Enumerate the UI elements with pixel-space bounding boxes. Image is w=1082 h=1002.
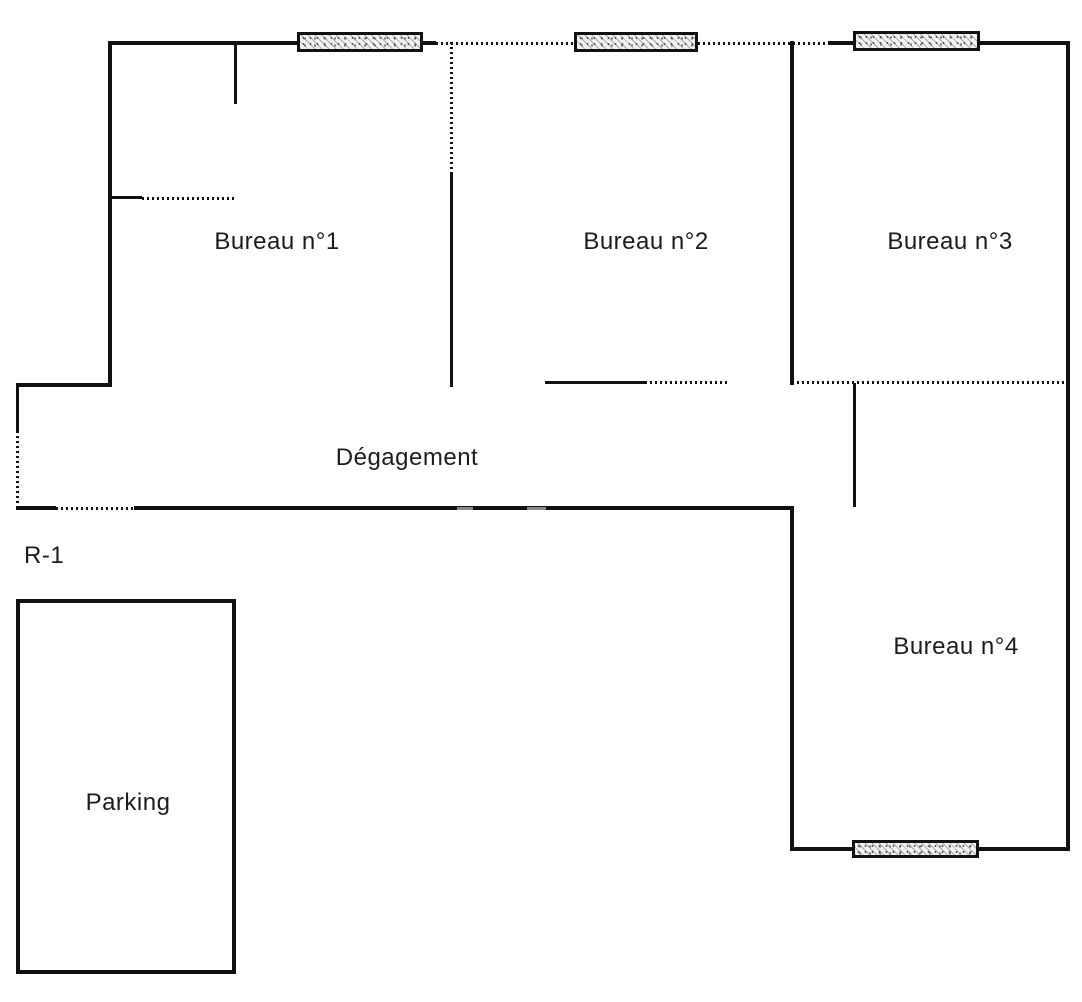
room-label-bureau-2: Bureau n°2 bbox=[583, 228, 709, 255]
wall-corridor-left-dotted bbox=[16, 431, 19, 507]
parking-outline bbox=[16, 599, 236, 974]
watermark-patch-2 bbox=[527, 507, 546, 510]
wall-bureau4-left bbox=[790, 506, 794, 851]
wall-corridor-bottom-a bbox=[16, 506, 56, 510]
watermark-patch-1 bbox=[457, 507, 473, 510]
window-3 bbox=[853, 31, 980, 51]
wall-bureau2-bottom-dotted bbox=[645, 381, 730, 384]
wall-top-segment-a bbox=[108, 41, 299, 45]
wall-bureau2-bottom-solid bbox=[545, 381, 645, 384]
floor-level-label: R-1 bbox=[24, 542, 65, 569]
wall-corridor-jog-top bbox=[16, 383, 110, 387]
room-label-bureau-3: Bureau n°3 bbox=[887, 228, 1013, 255]
wall-top-segment-d bbox=[978, 41, 1070, 45]
wall-divider-b1-b2-solid bbox=[450, 172, 453, 387]
wall-top-dotted-a bbox=[436, 42, 575, 45]
window-1 bbox=[297, 32, 423, 52]
room-label-bureau-4: Bureau n°4 bbox=[893, 633, 1019, 660]
wall-bureau3-bottom-dotted bbox=[792, 381, 1068, 384]
wall-right-exterior bbox=[1066, 41, 1070, 851]
wall-top-dotted-b bbox=[698, 42, 828, 45]
window-2 bbox=[574, 32, 698, 52]
wall-bureau4-bottom-a bbox=[790, 847, 854, 851]
room-label-degagement: Dégagement bbox=[335, 444, 479, 471]
wall-bureau1-inner-solid bbox=[110, 196, 142, 199]
wall-top-segment-b bbox=[421, 41, 436, 45]
window-4 bbox=[852, 840, 979, 858]
wall-divider-b1-b2-dotted bbox=[450, 42, 453, 172]
wall-stub-bureau4-entry bbox=[853, 383, 856, 507]
wall-left-bureau1 bbox=[108, 41, 112, 387]
wall-bureau4-bottom-b bbox=[977, 847, 1070, 851]
wall-top-segment-c bbox=[828, 41, 856, 45]
wall-bureau1-inner-dotted bbox=[142, 197, 237, 200]
wall-stub-bureau1-top bbox=[234, 41, 237, 104]
wall-corridor-left-solid bbox=[16, 383, 19, 431]
wall-corridor-bottom-dotted bbox=[56, 507, 134, 510]
room-label-parking: Parking bbox=[85, 789, 171, 816]
wall-divider-b2-b3 bbox=[790, 41, 794, 385]
room-label-bureau-1: Bureau n°1 bbox=[214, 228, 340, 255]
